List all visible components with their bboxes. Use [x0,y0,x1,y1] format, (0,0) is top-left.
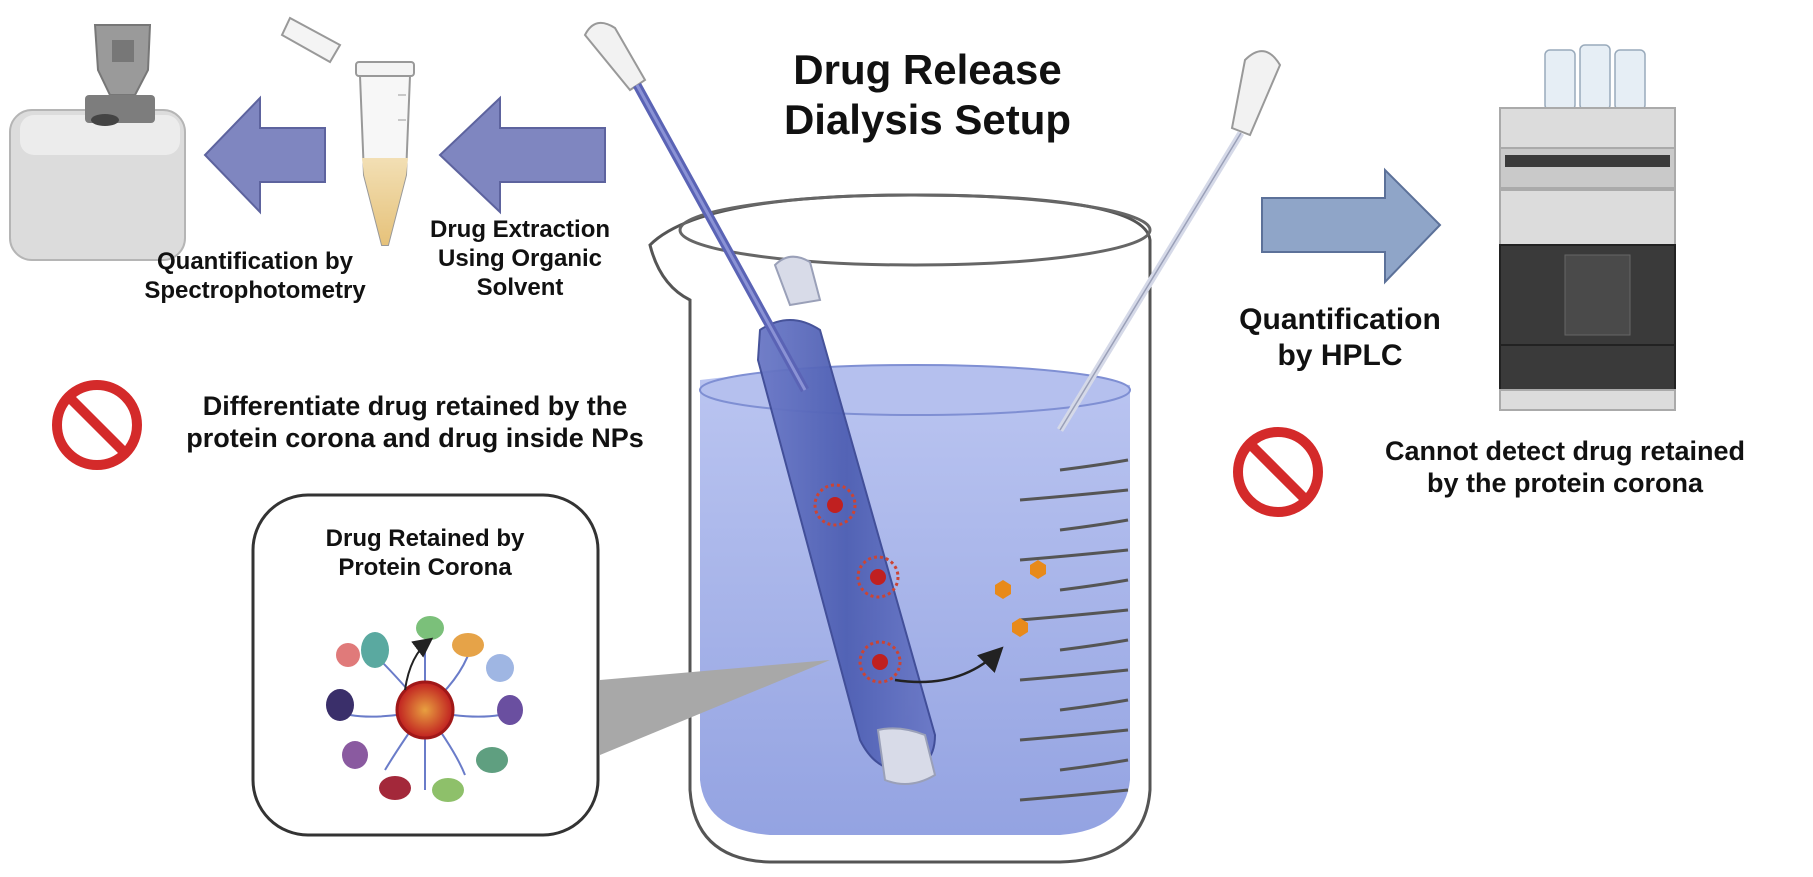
extraction-label: Drug Extraction Using Organic Solvent [410,216,630,302]
prohibited-icon [52,380,142,470]
extraction-label-line-3: Solvent [476,273,564,301]
release-arrow [894,646,1004,684]
spectrophotometry-label: Quantification by Spectrophotometry [120,248,390,306]
beaker-to-hplc-arrow [1261,167,1442,285]
title-line-2: Dialysis Setup [783,96,1072,144]
beaker-graduations [1019,458,1129,802]
left-warning-text: Differentiate drug retained by the prote… [135,390,695,455]
beaker-to-extraction-arrow [438,95,606,215]
left-warning-line-1: Differentiate drug retained by the [202,391,628,421]
protein-corona-illustration [326,616,523,802]
right-warning-line-1: Cannot detect drug retained [1384,436,1746,466]
right-warning-text: Cannot detect drug retained by the prote… [1320,435,1810,500]
inset-title-line-2: Protein Corona [338,553,512,581]
extraction-to-spectro-arrow [203,95,326,215]
page-title: Drug Release Dialysis Setup [735,45,1120,146]
nanoparticle-icon [858,640,902,684]
dialysis-bag-icon [756,255,937,785]
hplc-instrument-icon [1499,44,1676,411]
spectro-label-line-1: Quantification by [156,248,353,275]
pipette-left-icon [583,21,809,393]
left-warning-line-2: protein corona and drug inside NPs [186,423,644,454]
right-warning-line-2: by the protein corona [1426,468,1704,499]
protein-corona-inset [251,493,830,837]
extraction-label-line-2: Using Organic [437,244,603,272]
hplc-label-line-1: Quantification [1239,303,1441,336]
spectrophotometer-icon [9,24,186,261]
spectro-label-line-2: Spectrophotometry [144,276,366,304]
hplc-label-line-2: by HPLC [1277,339,1403,372]
title-line-1: Drug Release [793,46,1062,93]
prohibited-icon [1233,427,1323,517]
inset-title-line-1: Drug Retained by [325,525,525,552]
drug-molecules [995,560,1046,637]
hplc-label: Quantification by HPLC [1205,302,1475,374]
nanoparticle-icon [856,555,900,599]
eppendorf-tube-icon [280,16,415,246]
extraction-label-line-1: Drug Extraction [429,216,611,243]
inset-title: Drug Retained by Protein Corona [270,525,580,583]
nanoparticle-icon [813,483,857,527]
pipette-right-icon [1057,50,1282,432]
